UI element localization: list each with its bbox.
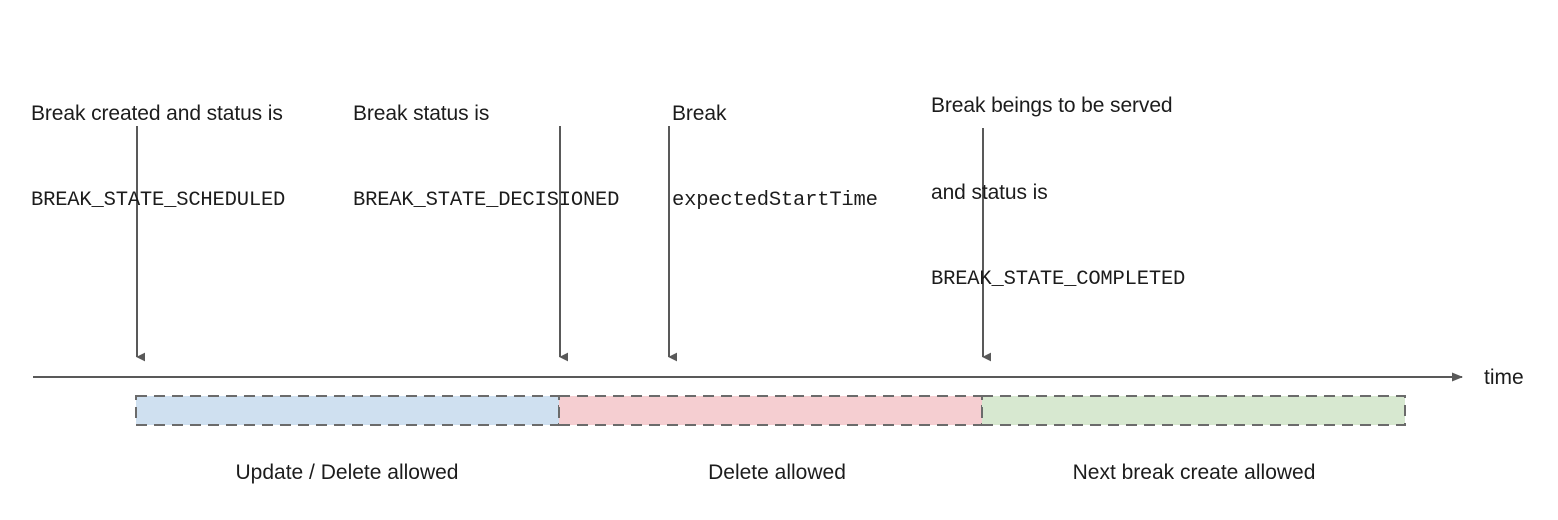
annotation-line-1: Break created and status is <box>31 102 283 125</box>
annotation-line-3: BREAK_STATE_COMPLETED <box>931 268 1186 291</box>
annotation-line-2: BREAK_STATE_SCHEDULED <box>31 189 286 212</box>
annotation-break-completed: Break beings to be served and status is … <box>931 33 1185 352</box>
annotation-line-2: BREAK_STATE_DECISIONED <box>353 189 620 212</box>
annotation-line-2: expectedStartTime <box>672 189 878 212</box>
time-axis-label: time <box>1484 366 1524 389</box>
annotation-break-expected-start-time: Break expectedStartTime <box>672 41 878 273</box>
phase-bar-update-delete-allowed <box>135 395 560 426</box>
annotation-line-1: Break <box>672 102 727 125</box>
phase-bar-delete-allowed <box>558 395 983 426</box>
annotation-break-created-scheduled: Break created and status is BREAK_STATE_… <box>31 41 285 273</box>
phase-caption-next-break-create-allowed: Next break create allowed <box>1072 461 1316 484</box>
phase-caption-delete-allowed: Delete allowed <box>708 461 846 484</box>
annotation-line-1: Break status is <box>353 102 490 125</box>
annotation-break-decisioned: Break status is BREAK_STATE_DECISIONED <box>353 41 619 273</box>
annotation-line-2: and status is <box>931 181 1048 204</box>
phase-caption-update-delete-allowed: Update / Delete allowed <box>235 461 459 484</box>
annotation-line-1: Break beings to be served <box>931 94 1173 117</box>
phase-bar-next-break-create-allowed <box>981 395 1406 426</box>
